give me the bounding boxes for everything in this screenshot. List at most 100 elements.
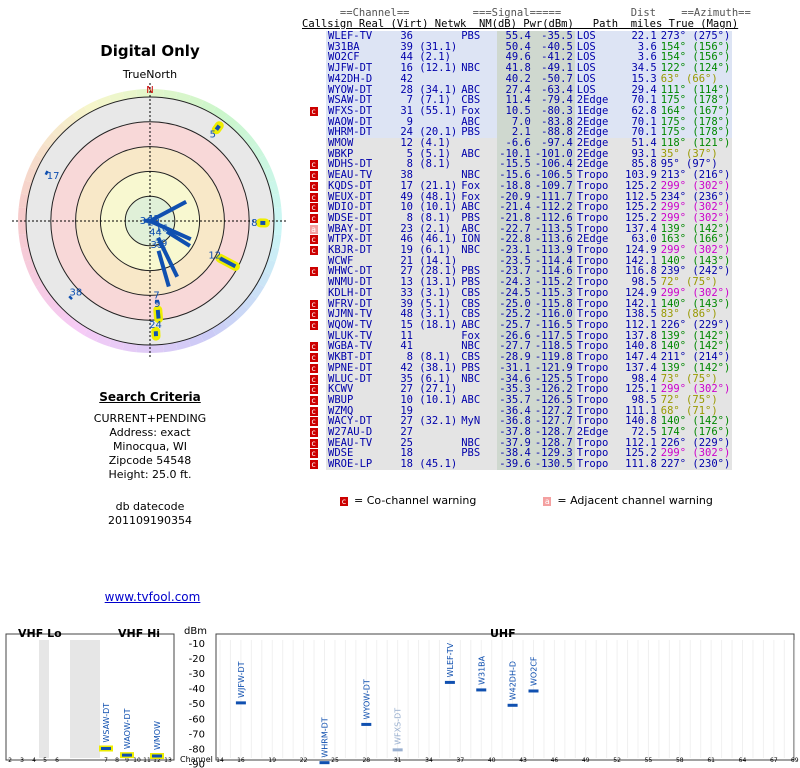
warning-cell: c — [302, 448, 326, 459]
cell-pw: -112.2 — [532, 201, 575, 214]
azimuth-ring — [72, 321, 88, 336]
legend-adj: = Adjacent channel warning — [557, 494, 713, 507]
cell-rv: 27 (27.1) — [392, 383, 460, 396]
y-tick-label: -30 — [189, 669, 205, 680]
cell-nm: 49.6 — [497, 52, 533, 64]
azimuth-ring — [200, 328, 216, 342]
cell-pw: -115.2 — [532, 276, 575, 289]
cell-di: 124.9 — [618, 288, 659, 299]
azimuth-ring — [61, 114, 78, 129]
azimuth-ring — [188, 95, 204, 108]
cell-nm: -27.7 — [497, 340, 533, 353]
signal-bar — [235, 701, 246, 705]
cell-rv: 27 (32.1) — [392, 415, 460, 428]
cell-nw: ABC — [459, 84, 498, 96]
cell-cs: WSAW-DT — [326, 95, 392, 106]
co-channel-flag-icon: c — [340, 497, 348, 506]
cell-cs: WQOW-TV — [326, 320, 392, 331]
channel-tick: 8 — [115, 757, 119, 764]
cell-az: 299° (302°) — [658, 201, 733, 214]
cell-di: 51.4 — [618, 138, 659, 149]
cell-pa: Tropo — [574, 191, 619, 203]
azimuth-ring — [232, 122, 249, 139]
cell-az: 273° (275°) — [658, 30, 733, 42]
cell-nw — [459, 427, 498, 438]
table-header-row2: Callsign Real (Virt) Netwk NM(dB) Pwr(dB… — [302, 18, 739, 30]
channel-tick: 61 — [707, 757, 715, 764]
cell-nm: -18.8 — [497, 179, 533, 192]
cell-nm: -10.1 — [497, 147, 533, 160]
warning-cell — [302, 256, 326, 267]
tvfool-link[interactable]: www.tvfool.com — [104, 590, 201, 604]
adjacent-channel-flag-icon: a — [543, 497, 552, 506]
cell-nm: 10.5 — [497, 106, 533, 117]
cell-nw — [459, 459, 498, 470]
cell-di: 142.1 — [618, 256, 659, 267]
criteria-line: Address: exact — [109, 426, 191, 439]
cell-nm: -37.9 — [497, 436, 533, 449]
y-unit-label: dBm — [184, 626, 207, 637]
cell-pw: -50.7 — [532, 74, 575, 85]
cell-nw: Fox — [459, 181, 498, 192]
cell-az: 68° (71°) — [658, 405, 733, 417]
co-channel-flag-icon: c — [309, 342, 318, 352]
cell-di: 15.3 — [618, 74, 659, 85]
cell-cs: KQDS-DT — [326, 181, 392, 192]
channel-tick: 46 — [551, 757, 559, 764]
cell-pw: -35.5 — [532, 31, 575, 42]
legend-co: = Co-channel warning — [354, 494, 477, 507]
bar-label: WJFW-DT — [237, 661, 246, 698]
cell-cs: WPNE-DT — [326, 363, 392, 374]
azimuth-ring — [24, 259, 37, 275]
cell-di: 70.1 — [618, 95, 659, 106]
cell-cs: WMOW — [326, 138, 392, 149]
station-ray — [68, 295, 73, 300]
co-channel-flag-icon: c — [309, 171, 318, 181]
azimuth-ring — [24, 167, 37, 183]
cell-cs: WBKP — [326, 149, 392, 160]
cell-az: 95° (97°) — [658, 159, 733, 171]
table-header-row1: ==Channel== ===Signal===== Dist ==Azimut… — [302, 7, 751, 19]
